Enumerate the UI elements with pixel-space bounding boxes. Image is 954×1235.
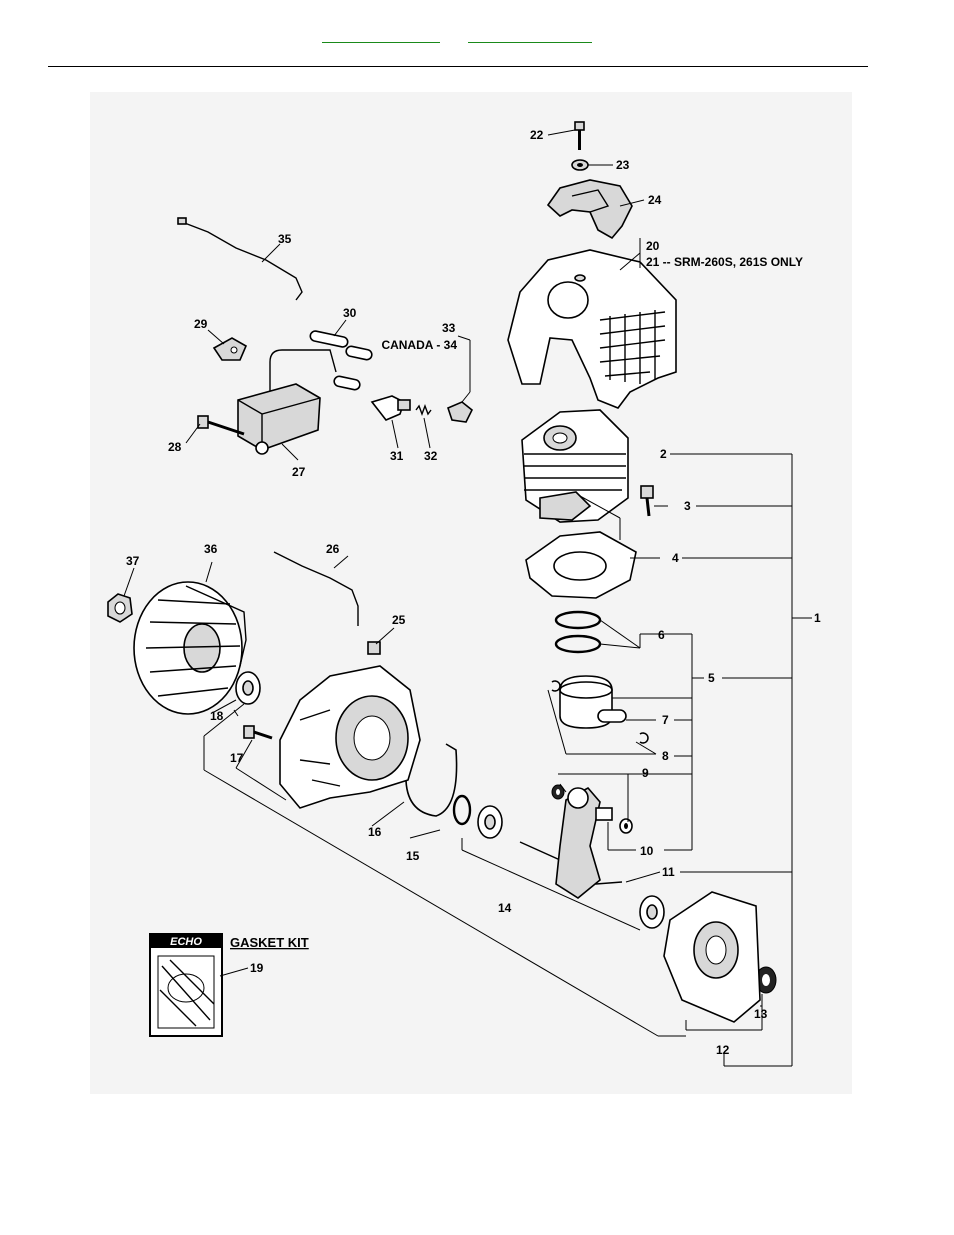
label-21: 21 -- SRM-260S, 261S ONLY: [646, 255, 803, 269]
part-6-rings: [556, 612, 600, 652]
part-26-wire: [274, 552, 358, 626]
label-17: 17: [230, 751, 244, 765]
label-5: 5: [708, 671, 715, 685]
label-7: 7: [662, 713, 669, 727]
label-12: 12: [716, 1043, 730, 1057]
label-25: 25: [392, 613, 406, 627]
label-30: 30: [343, 306, 357, 320]
part-30-tubes: [309, 330, 372, 390]
part-32-spring: [416, 406, 431, 414]
label-4: 4: [672, 551, 679, 565]
part-36-flywheel: [134, 582, 246, 714]
part-7-pin: [598, 710, 626, 722]
part-14b-bearing: [640, 896, 664, 928]
label-27: 27: [292, 465, 306, 479]
part-14-bearing: [478, 806, 502, 838]
label-3: 3: [684, 499, 691, 513]
part-4-gasket: [526, 532, 636, 598]
label-9: 9: [642, 766, 649, 780]
label-13: 13: [754, 1007, 768, 1021]
label-8: 8: [662, 749, 669, 763]
label-22: 22: [530, 128, 544, 142]
label-2: 2: [660, 447, 667, 461]
label-26: 26: [326, 542, 340, 556]
label-37: 37: [126, 554, 140, 568]
part-20-shroud: [508, 250, 676, 408]
part-31-boot: [372, 396, 410, 420]
part-17-screw: [244, 726, 272, 738]
part-33-terminal: [448, 402, 472, 422]
part-12-crankcase: [664, 892, 760, 1022]
part-15-ring: [454, 796, 470, 824]
crankcase-left: [280, 666, 420, 808]
gasket-kit-brand: ECHO: [170, 936, 202, 948]
part-3-bolt: [641, 486, 653, 516]
label-1: 1: [814, 611, 821, 625]
label-10: 10: [640, 844, 654, 858]
label-15: 15: [406, 849, 420, 863]
part-35-wire: [178, 218, 302, 300]
label-35: 35: [278, 232, 292, 246]
label-36: 36: [204, 542, 218, 556]
part-37-nut: [108, 594, 132, 622]
part-24-cover: [548, 180, 632, 238]
label-24: 24: [648, 193, 662, 207]
part-27-ignition-coil: [238, 350, 336, 454]
label-29: 29: [194, 317, 208, 331]
gasket-kit-title: GASKET KIT: [230, 935, 309, 950]
label-6: 6: [658, 628, 665, 642]
label-20: 20: [646, 239, 660, 253]
part-10-washer: [620, 819, 632, 833]
part-11-crankshaft: [520, 788, 622, 898]
part-23-washer: [572, 160, 588, 170]
part-18-bearing: [236, 672, 260, 704]
label-34: CANADA - 34: [381, 338, 457, 352]
part-29-clip: [214, 338, 246, 360]
part-22-bolt: [575, 122, 584, 150]
label-14: 14: [498, 901, 512, 915]
label-19: 19: [250, 961, 264, 975]
part-2-cylinder: [522, 410, 628, 522]
label-11: 11: [662, 865, 675, 879]
label-31: 31: [390, 449, 404, 463]
label-16: 16: [368, 825, 382, 839]
label-18: 18: [210, 709, 224, 723]
part-28-screw: [198, 416, 244, 434]
label-28: 28: [168, 440, 182, 454]
label-33: 33: [442, 321, 456, 335]
gasket-kit-box: ECHO: [150, 934, 222, 1036]
label-32: 32: [424, 449, 438, 463]
label-23: 23: [616, 158, 630, 172]
part-25-screw: [368, 642, 380, 654]
